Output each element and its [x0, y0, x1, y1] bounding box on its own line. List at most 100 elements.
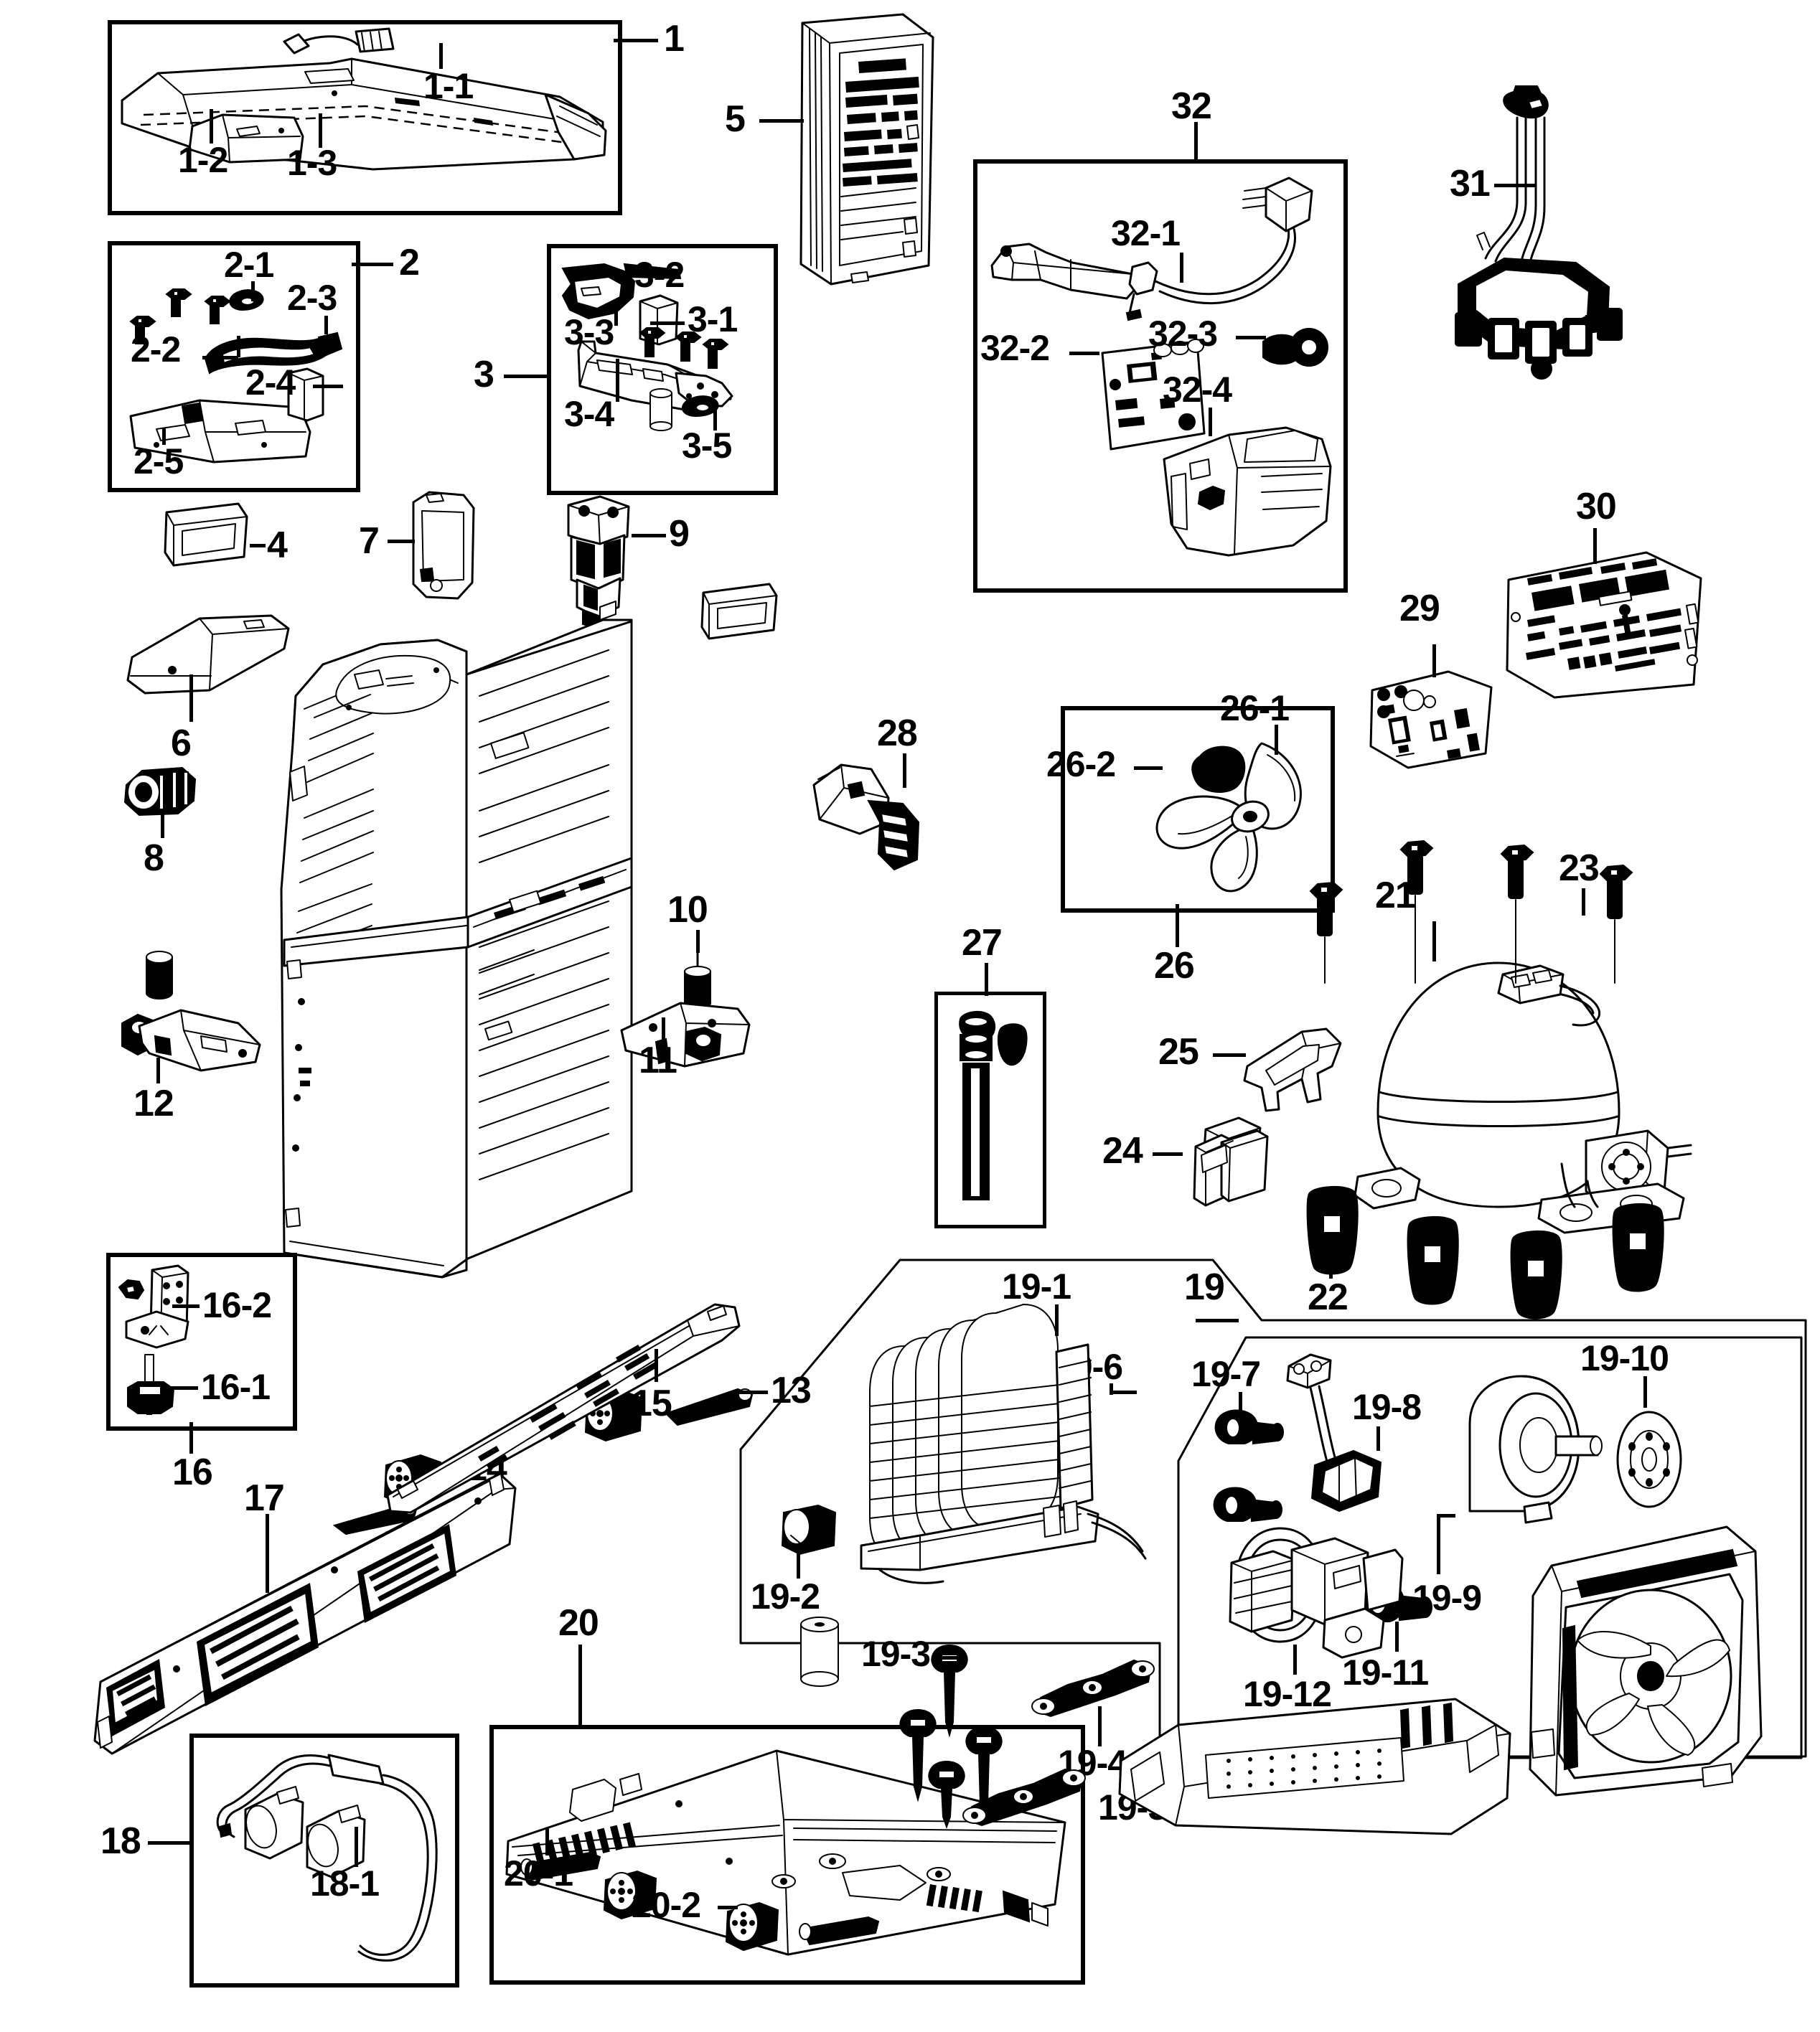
leader-30: [1593, 528, 1597, 564]
leader-5: [759, 119, 804, 123]
part-13-roller-pin: [660, 1385, 761, 1428]
group-box-16: [106, 1253, 297, 1431]
group-box-3: [547, 244, 778, 495]
leader-3-1: [650, 321, 685, 325]
leader-32-1: [1180, 253, 1183, 283]
part-5-caution-label-plate: [795, 13, 939, 293]
callout-10: 10: [667, 889, 708, 931]
callout-32-2: 32-2: [980, 328, 1050, 368]
leader-1-1: [439, 43, 443, 69]
part-23-mounting-bolts: [1299, 839, 1672, 984]
part-19-4-link-rod: [1025, 1650, 1168, 1722]
leader-1: [614, 39, 658, 42]
part-19-fan-shroud: [1514, 1514, 1780, 1808]
callout-3: 3: [474, 354, 494, 395]
leader-2-2-v: [237, 336, 240, 357]
part-6-shelf-panel: [121, 610, 293, 703]
callout-32-4: 32-4: [1163, 370, 1232, 410]
callout-19-7: 19-7: [1191, 1354, 1261, 1394]
callout-1-1: 1-1: [423, 66, 474, 106]
leader-23: [1582, 888, 1585, 916]
part-3-assembly-art: [553, 253, 765, 482]
part-19-7-screws: [1209, 1403, 1352, 1540]
leader-13: [736, 1391, 768, 1394]
part-27-defrost-heater-sensor: [942, 999, 1032, 1214]
leader-2-2-h: [202, 356, 238, 359]
callout-19-1: 19-1: [1002, 1266, 1071, 1307]
part-19-5-drain-tray: [1114, 1672, 1516, 1851]
leader-22: [1329, 1250, 1333, 1279]
leader-1-2: [210, 109, 213, 144]
group-box-18: [189, 1734, 459, 1988]
leader-32-3: [1236, 336, 1266, 339]
part-19-8-defrost-thermostat: [1285, 1349, 1414, 1514]
callout-31: 31: [1450, 163, 1491, 204]
callout-4: 4: [267, 525, 288, 566]
leader-9: [632, 534, 666, 537]
part-24-start-relay: [1177, 1105, 1285, 1220]
callout-2-2: 2-2: [131, 329, 181, 370]
callout-29: 29: [1399, 588, 1440, 629]
callout-28: 28: [877, 712, 918, 754]
callout-20: 20: [558, 1602, 599, 1644]
leader-24: [1153, 1152, 1183, 1156]
leader-32-4: [1209, 408, 1212, 436]
leader-19-11: [1395, 1622, 1399, 1652]
group-box-19-outer: [733, 1236, 1810, 1810]
leader-17: [266, 1514, 269, 1593]
part-19-12-motor-bracket: [1220, 1518, 1407, 1662]
callout-2-5: 2-5: [133, 441, 184, 481]
leader-3-4: [616, 359, 619, 402]
group-box-2: [108, 241, 360, 492]
callout-3-1: 3-1: [688, 299, 738, 339]
leader-11: [662, 1017, 665, 1040]
leader-19-1: [1055, 1304, 1059, 1336]
leader-25: [1213, 1053, 1246, 1057]
callout-20-2: 20-2: [632, 1885, 701, 1925]
callout-11: 11: [639, 1040, 677, 1081]
leader-26-1: [1275, 725, 1278, 755]
group-box-1: [108, 20, 622, 215]
leader-19-10: [1643, 1376, 1647, 1408]
leader-3-5: [713, 400, 717, 431]
callout-18-1: 18-1: [310, 1863, 380, 1904]
callout-23: 23: [1559, 847, 1600, 889]
callout-7: 7: [359, 520, 380, 562]
leader-21: [1432, 921, 1436, 961]
part-16-assembly-art: [116, 1261, 281, 1419]
leader-18-1: [355, 1827, 358, 1867]
leader-16-2: [172, 1304, 200, 1308]
leader-31: [1494, 184, 1536, 187]
callout-3-5: 3-5: [682, 425, 732, 466]
part-1-assembly-art: [115, 27, 610, 208]
callout-2: 2: [399, 242, 420, 283]
callout-19-12: 19-12: [1243, 1674, 1332, 1714]
part-8-grommet: [115, 761, 201, 825]
callout-20-1: 20-1: [504, 1853, 573, 1894]
callout-24: 24: [1102, 1130, 1143, 1172]
leader-20-1: [545, 1828, 549, 1855]
callout-27: 27: [962, 922, 1003, 964]
leader-2-3: [324, 316, 328, 334]
callout-17: 17: [244, 1477, 285, 1519]
part-17-rear-panel: [90, 1464, 521, 1772]
leader-19-3: [936, 1656, 962, 1660]
part-20-base-chassis: [498, 1735, 1072, 1969]
leader-3: [504, 375, 548, 378]
leader-3-3: [614, 300, 618, 326]
group-box-32: [973, 159, 1348, 593]
callout-30: 30: [1576, 486, 1617, 527]
part-19-10-fan-retainer: [1603, 1406, 1697, 1514]
callout-1-3: 1-3: [287, 143, 337, 183]
leader-8: [161, 811, 164, 838]
callout-16: 16: [172, 1452, 213, 1493]
leader-19-7: [1239, 1392, 1242, 1414]
part-7-control-housing: [408, 489, 479, 604]
callout-25: 25: [1158, 1031, 1199, 1073]
callout-1: 1: [664, 18, 685, 60]
part-31-water-valve: [1435, 79, 1643, 402]
part-25-compressor-clip: [1233, 1019, 1348, 1112]
callout-2-1: 2-1: [224, 245, 274, 285]
leader-2-1: [251, 281, 255, 301]
